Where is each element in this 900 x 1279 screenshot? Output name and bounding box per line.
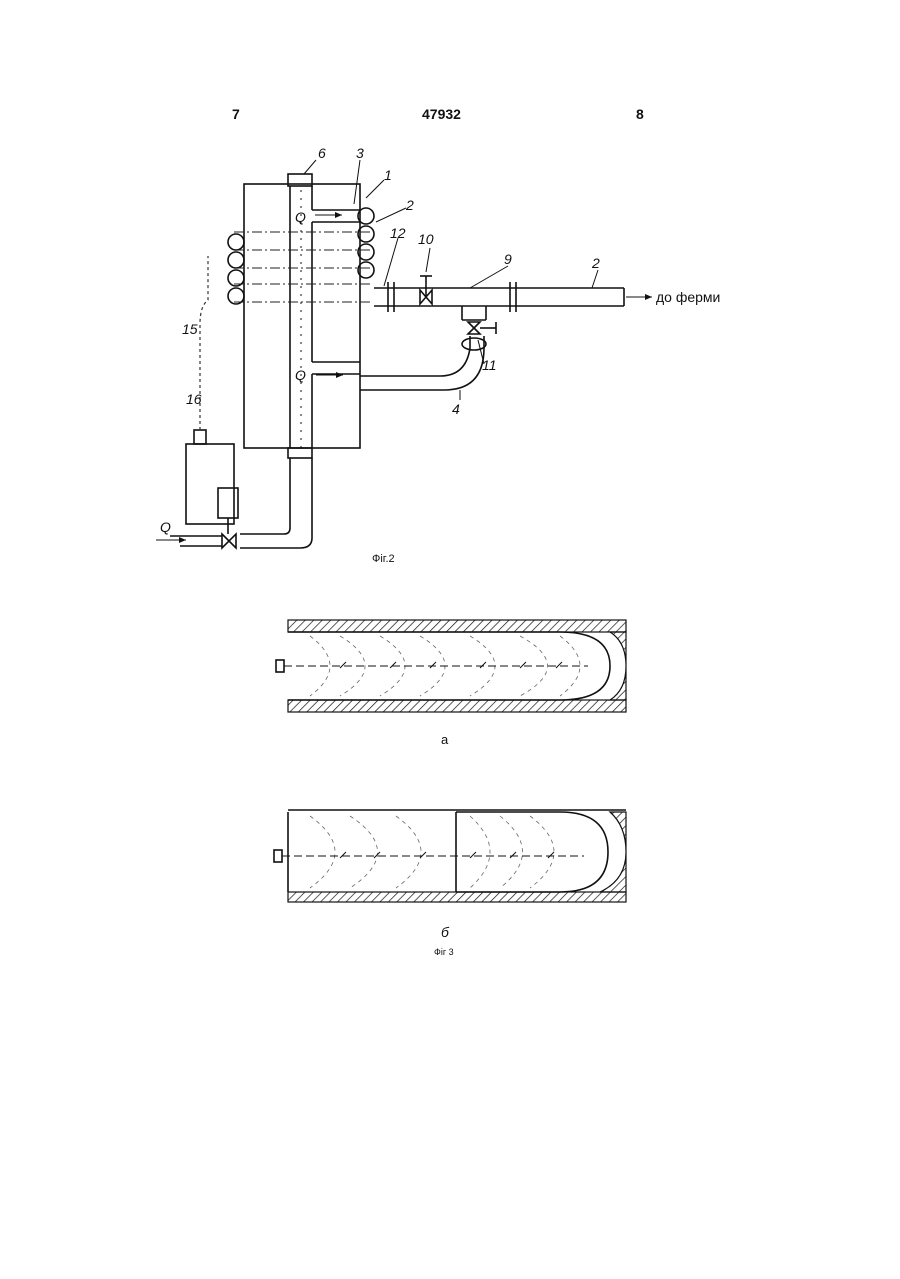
figure-2-caption: Фіг.2 [372, 553, 395, 565]
label-9: 9 [504, 251, 512, 267]
figure-3a: а [276, 620, 626, 747]
outlet-label: до ферми [656, 289, 720, 305]
heating-coil-left [228, 234, 244, 304]
label-12: 12 [390, 225, 406, 241]
flow-symbol-lower: Q [295, 367, 306, 383]
return-pipe-upper [360, 336, 470, 376]
figure-3b-label: б [441, 924, 450, 940]
valve-11 [468, 322, 496, 334]
figure-3a-label: а [441, 732, 449, 747]
label-3: 3 [356, 145, 364, 161]
page-number-right: 8 [636, 106, 644, 122]
label-4: 4 [452, 401, 460, 417]
valve-10 [420, 276, 432, 304]
page-number-left: 7 [232, 106, 240, 122]
probe-b [274, 850, 282, 862]
probe-a [276, 660, 284, 672]
figure-3b: б Фіг 3 [274, 810, 626, 957]
figure-2: Q Q до ферми [156, 145, 720, 565]
label-2b: 2 [591, 255, 600, 271]
flow-symbol-upper: Q [295, 209, 306, 225]
flow-symbol-inlet: Q [160, 519, 171, 535]
label-2: 2 [405, 197, 414, 213]
figure-3-caption: Фіг 3 [434, 947, 454, 957]
label-6: 6 [318, 145, 326, 161]
control-unit [186, 444, 234, 524]
label-11: 11 [482, 357, 497, 373]
label-15: 15 [182, 321, 198, 337]
label-10: 10 [418, 231, 434, 247]
patent-number: 47932 [422, 106, 461, 122]
label-1: 1 [384, 167, 392, 183]
label-16: 16 [186, 391, 202, 407]
